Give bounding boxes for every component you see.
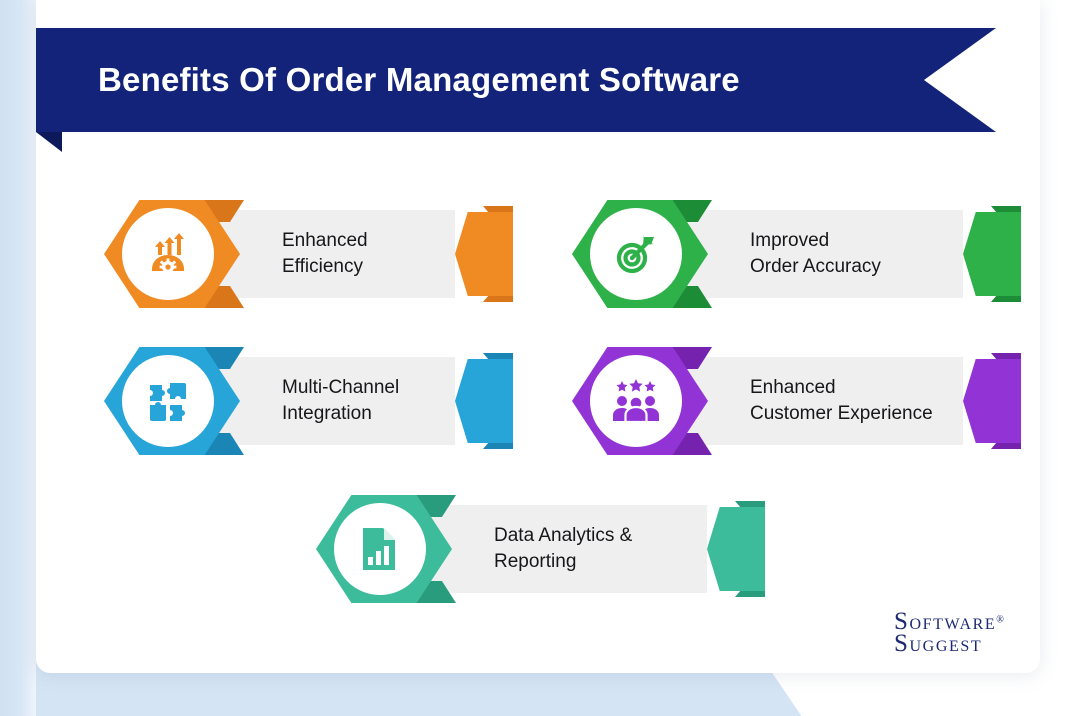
target-arrow-icon [613, 231, 659, 277]
hexagon-icon-circle [590, 355, 682, 447]
header-banner: Benefits Of Order Management Software [36, 28, 996, 152]
benefit-icon-hexagon [572, 200, 720, 308]
benefit-endcap [963, 206, 1021, 302]
header-ribbon-shape [36, 28, 996, 132]
benefit-item-enhanced-customer-experience: Enhanced Customer Experience [572, 347, 1021, 455]
endcap-shape [963, 359, 1021, 443]
puzzle-pieces-icon [146, 379, 190, 423]
hexagon-icon-circle [590, 208, 682, 300]
background-left-band [0, 0, 36, 716]
benefit-item-multi-channel-integration: Multi-Channel Integration [104, 347, 513, 455]
logo-text-suggest: uggest [909, 638, 983, 655]
document-bar-chart-icon [359, 526, 401, 572]
benefit-item-enhanced-efficiency: Enhanced Efficiency [104, 200, 513, 308]
people-stars-icon [612, 379, 660, 423]
benefit-label: Enhanced Customer Experience [750, 377, 933, 424]
registered-trademark-icon: ® [996, 614, 1004, 626]
benefit-label-bar: Multi-Channel Integration [178, 357, 455, 445]
benefit-endcap [707, 501, 765, 597]
benefit-endcap [455, 353, 513, 449]
hexagon-icon-circle [122, 355, 214, 447]
hexagon-icon-circle [122, 208, 214, 300]
benefit-icon-hexagon [572, 347, 720, 455]
logo-line-suggest: Suggest [894, 630, 982, 658]
benefit-label: Improved Order Accuracy [750, 230, 881, 277]
benefit-icon-hexagon [104, 200, 252, 308]
benefit-item-improved-order-accuracy: Improved Order Accuracy [572, 200, 1021, 308]
endcap-shape [455, 359, 513, 443]
logo-line-software: Software® [894, 608, 1004, 636]
logo-capital-s-1: S [894, 608, 910, 635]
endcap-shape [455, 212, 513, 296]
benefit-label: Enhanced Efficiency [282, 230, 368, 277]
benefit-label: Data Analytics & Reporting [494, 525, 633, 572]
benefit-icon-hexagon [104, 347, 252, 455]
endcap-shape [707, 507, 765, 591]
benefit-endcap [455, 206, 513, 302]
benefit-item-data-analytics-reporting: Data Analytics & Reporting [316, 495, 765, 603]
logo-capital-s-2: S [894, 630, 910, 657]
benefit-endcap [963, 353, 1021, 449]
hexagon-icon-circle [334, 503, 426, 595]
benefit-icon-hexagon [316, 495, 464, 603]
endcap-shape [963, 212, 1021, 296]
logo-text-software: oftware [909, 616, 997, 633]
header-ribbon-tail [36, 132, 62, 152]
benefit-label: Multi-Channel Integration [282, 377, 400, 424]
softwaresuggest-logo: Software® Suggest [894, 608, 1034, 660]
growth-arrows-gear-icon [145, 231, 191, 277]
infographic-card: Benefits Of Order Management Software En… [36, 0, 1040, 673]
page-title: Benefits Of Order Management Software [98, 61, 740, 98]
